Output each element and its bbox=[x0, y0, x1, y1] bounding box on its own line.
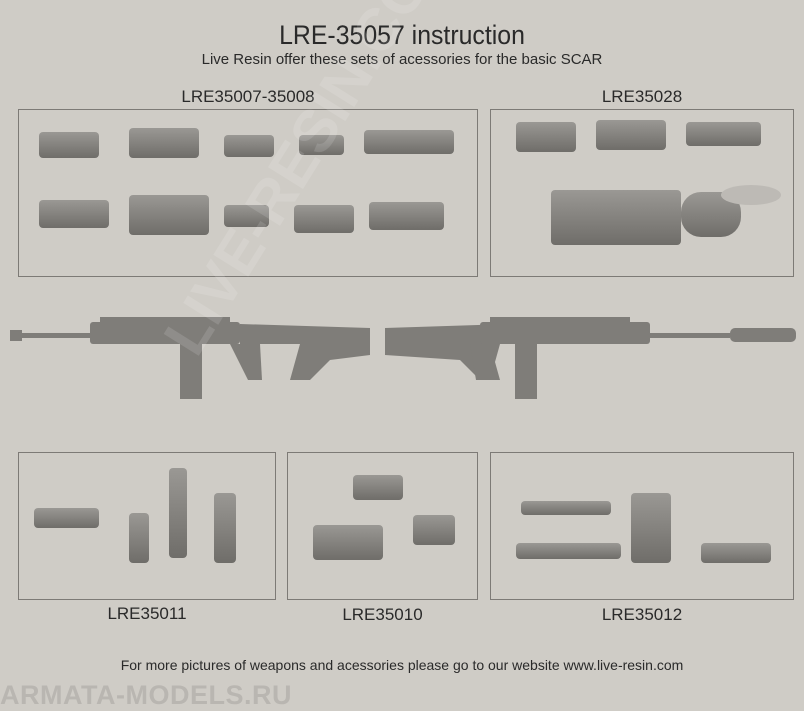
laser-module-part bbox=[313, 525, 383, 560]
grip-light-part bbox=[34, 508, 99, 528]
footer-text: For more pictures of weapons and acessor… bbox=[120, 657, 684, 673]
page-title: LRE-35057 instruction bbox=[279, 20, 525, 50]
scar-rifles bbox=[10, 317, 796, 399]
set-box-35028 bbox=[490, 109, 794, 277]
sight-part bbox=[516, 122, 576, 152]
scope-part bbox=[369, 202, 444, 230]
scope-part bbox=[129, 195, 209, 235]
set-box-35010 bbox=[287, 452, 478, 600]
sight-part bbox=[686, 122, 761, 146]
eyecup-part bbox=[721, 185, 781, 205]
light-part bbox=[521, 501, 611, 515]
scope-part bbox=[224, 205, 269, 227]
light-part bbox=[516, 543, 621, 559]
set-box-35011 bbox=[18, 452, 276, 600]
scope-part bbox=[294, 205, 354, 233]
rifle-right bbox=[385, 317, 796, 399]
scope-part bbox=[129, 128, 199, 158]
grip-part bbox=[214, 493, 236, 563]
thermal-sight-part bbox=[551, 190, 681, 245]
set-label-35007: LRE35007-35008 bbox=[181, 87, 315, 106]
scope-part bbox=[224, 135, 274, 157]
bipod-part bbox=[631, 493, 671, 563]
set-label-35010: LRE35010 bbox=[342, 605, 423, 624]
set-label-35028: LRE35028 bbox=[601, 87, 683, 106]
corner-watermark: ARMATA-MODELS.RU bbox=[0, 680, 292, 710]
set-box-35007 bbox=[18, 109, 478, 277]
set-label-35012: LRE35012 bbox=[601, 605, 683, 624]
laser-module-part bbox=[353, 475, 403, 500]
laser-module-part bbox=[413, 515, 455, 545]
scope-part bbox=[39, 132, 99, 158]
bipod-grip-part bbox=[169, 468, 187, 558]
light-part bbox=[701, 543, 771, 563]
set-box-35012 bbox=[490, 452, 794, 600]
scope-part bbox=[364, 130, 454, 154]
set-label-35011: LRE35011 bbox=[107, 604, 187, 623]
grip-part bbox=[129, 513, 149, 563]
scope-part bbox=[299, 135, 344, 155]
sight-part bbox=[596, 120, 666, 150]
scope-part bbox=[39, 200, 109, 228]
rifle-left bbox=[10, 317, 370, 399]
page-subtitle: Live Resin offer these sets of acessorie… bbox=[201, 51, 603, 68]
